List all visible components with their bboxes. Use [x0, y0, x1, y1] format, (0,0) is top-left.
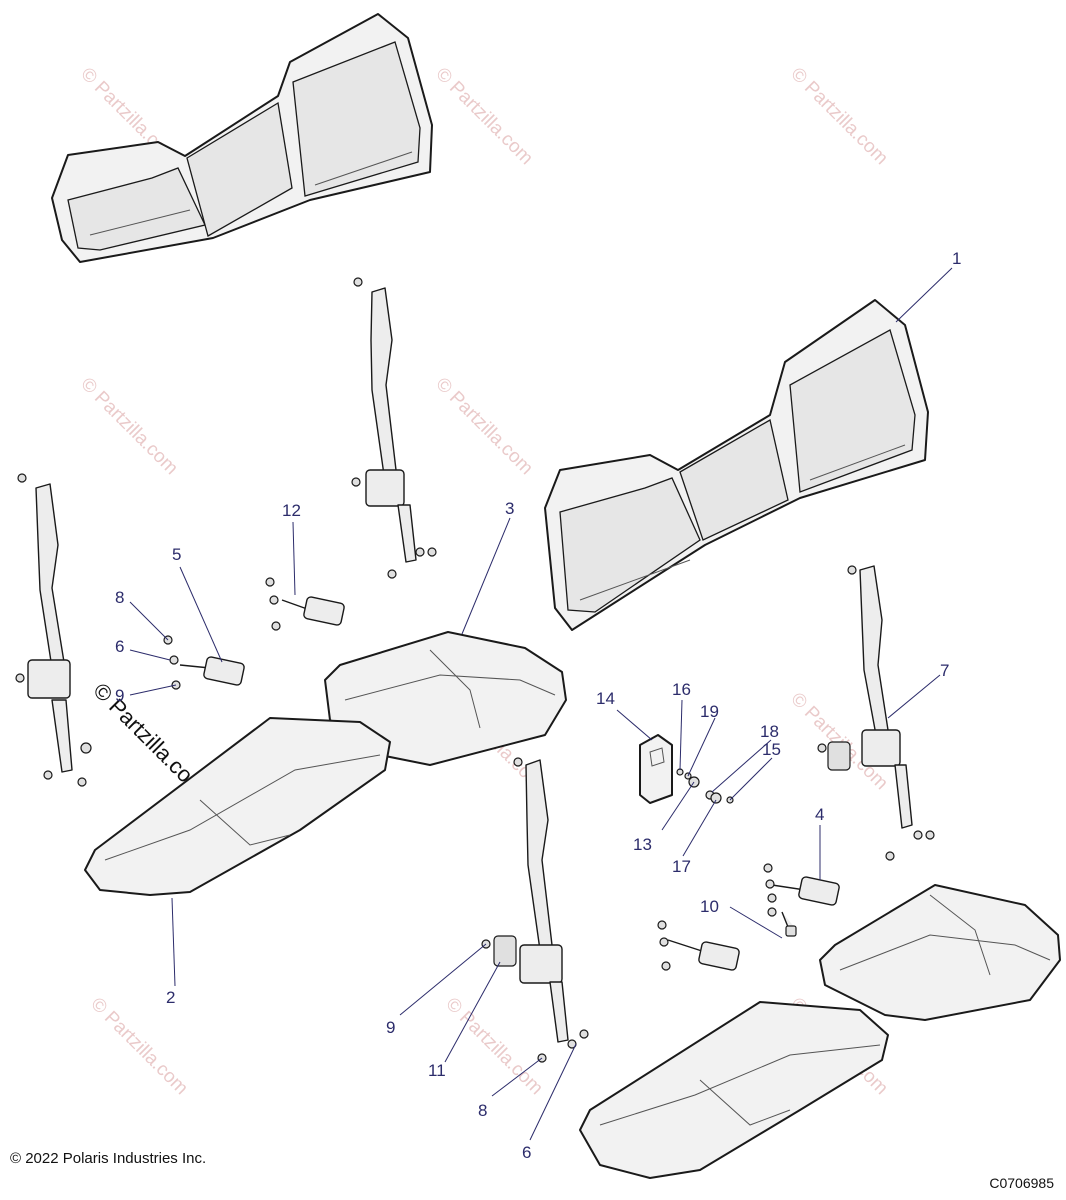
watermark: © Partzilla.com	[441, 994, 546, 1099]
callout-1: 1	[952, 249, 961, 268]
hardware-stack	[676, 768, 734, 804]
callout-3: 3	[505, 499, 514, 518]
copyright: © 2022 Polaris Industries Inc.	[10, 1150, 207, 1167]
callout-14: 14	[596, 689, 615, 708]
seatbelt-right	[817, 565, 935, 861]
seatbelt-center-top	[351, 277, 437, 579]
seatbelt-left	[15, 473, 92, 787]
watermark: © Partzilla.com	[431, 64, 536, 169]
callout-12: 12	[282, 501, 301, 520]
buckle-5	[163, 635, 245, 690]
buckle-4	[763, 863, 840, 917]
callout-9b: 8	[478, 1101, 487, 1120]
seat-back-rear	[51, 13, 433, 263]
callout-10: 10	[700, 897, 719, 916]
buckle-12	[265, 577, 345, 631]
figure-id: C0706985	[989, 1175, 1054, 1191]
callout-6b: 6	[522, 1143, 531, 1162]
watermark: © Partzilla.com	[76, 374, 181, 479]
seatbelt-center-bottom	[481, 757, 589, 1063]
callout-16: 16	[672, 680, 691, 699]
seat-cushion-bottom	[579, 1001, 889, 1179]
seat-cushion-right	[819, 884, 1061, 1021]
watermark: © Partzilla.com	[86, 994, 191, 1099]
callout-18: 18	[760, 722, 779, 741]
buckle-lower	[657, 920, 740, 971]
callout-4: 4	[815, 805, 824, 824]
callout-13: 13	[633, 835, 652, 854]
seat-cushion-2	[84, 717, 391, 896]
callout-15: 15	[762, 740, 781, 759]
callout-5: 5	[172, 545, 181, 564]
callout-7: 7	[940, 661, 949, 680]
callout-19: 19	[700, 702, 719, 721]
callout-2: 2	[166, 988, 175, 1007]
callout-11: 11	[428, 1061, 446, 1080]
leader-lines	[129, 267, 953, 1141]
seat-back-front	[544, 299, 929, 631]
callout-8: 8	[115, 588, 124, 607]
callout-9: 9	[115, 686, 124, 705]
callouts: 1 2 3 4 5 6 7 8 9 10 11 12 13 14 15 16 1…	[115, 249, 961, 1162]
callout-6: 6	[115, 637, 124, 656]
watermark: © Partzilla.com	[431, 374, 536, 479]
cover-14	[639, 734, 673, 804]
watermark: © Partzilla.com	[786, 64, 891, 169]
callout-17: 17	[672, 857, 691, 876]
callout-8b: 9	[386, 1018, 395, 1037]
harness-10	[781, 911, 797, 937]
